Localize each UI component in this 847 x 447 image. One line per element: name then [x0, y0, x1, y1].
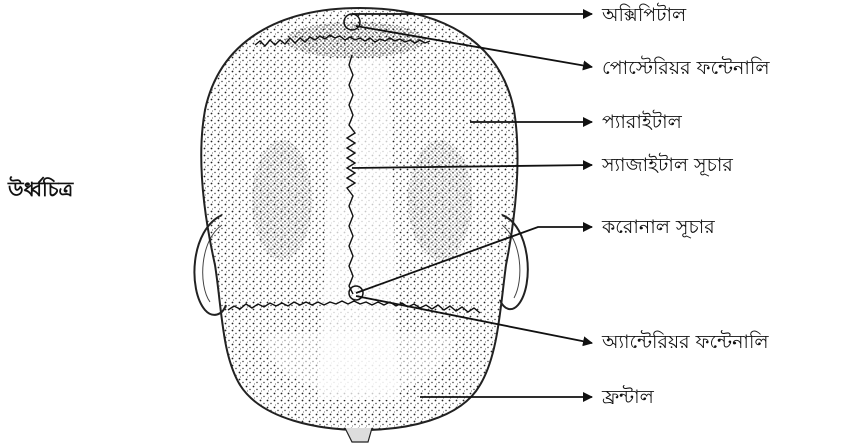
label-sagittal-suture: স্যাজাইটাল সূচার	[602, 154, 733, 176]
label-coronal-suture: করোনাল সূচার	[602, 216, 715, 238]
left-parietal-shadow	[252, 140, 312, 260]
label-parietal: প্যারাইটাল	[602, 111, 682, 133]
nasal-bone	[345, 428, 372, 442]
label-frontal: ফ্রন্টাল	[602, 386, 654, 408]
right-parietal-shadow	[408, 140, 472, 260]
label-anterior-fontanelle: অ্যান্টেরিয়র ফন্টেনালি	[602, 331, 769, 353]
label-posterior-fontanelle: পোস্টেরিয়র ফন্টেনালি	[602, 57, 769, 79]
view-title: উর্ধ্বচিত্র	[8, 178, 73, 200]
label-occipital: অক্সিপিটাল	[602, 4, 686, 26]
